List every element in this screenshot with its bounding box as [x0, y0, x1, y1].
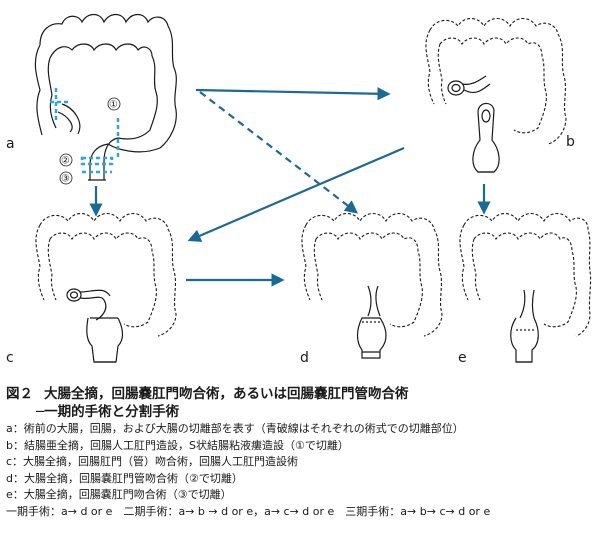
caption-line-c: c：大腸全摘，回腸肛門（管）吻合術，回腸人工肛門造設術: [6, 455, 299, 469]
caption-line-stages: 一期手術：a→ d or e 二期手術：a→ b → d or e，a→ c→ …: [6, 504, 491, 518]
figure-subtitle: ─一期的手術と分割手術: [36, 404, 180, 420]
figure-caption: 図２ 大腸全摘，回腸嚢肛門吻合術，あるいは回腸嚢肛門管吻合術 ─一期的手術と分割手…: [6, 385, 591, 521]
panel-label-c: c: [6, 350, 14, 366]
arrow-a-to-b: [195, 87, 391, 101]
figure-title: 大腸全摘，回腸嚢肛門吻合術，あるいは回腸嚢肛門管吻合術: [44, 386, 409, 402]
panel-d-pouch: [356, 285, 387, 359]
cut-lines-a: [50, 88, 120, 174]
panel-d-colon: [301, 212, 443, 337]
panel-c-anastomosis: [66, 288, 124, 363]
caption-line-b: b：結腸亜全摘，回腸人工肛門造設，S状結腸粘液瘻造設（①で切離）: [6, 438, 349, 452]
cut-label-3: ③: [59, 171, 73, 185]
caption-line-e: e：大腸全摘，回腸嚢肛門吻合術（③で切離）: [6, 488, 232, 502]
panel-e-colon: [459, 212, 592, 337]
caption-line-d: d：大腸全摘，回腸嚢肛門管吻合術（②で切離）: [6, 471, 243, 485]
arrow-b-to-c: [187, 146, 405, 242]
svg-text:②: ②: [61, 156, 70, 167]
panel-e-pouch: [510, 289, 539, 363]
panel-label-b: b: [566, 134, 575, 150]
surgery-diagram: ① ② ③ a b c: [6, 13, 592, 366]
panel-label-e: e: [458, 350, 467, 366]
panel-c-colon: [35, 212, 177, 337]
panel-b-colon: [425, 17, 567, 145]
caption-title-row: 図２ 大腸全摘，回腸嚢肛門吻合術，あるいは回腸嚢肛門管吻合術: [6, 385, 591, 403]
figure-number: 図２: [6, 386, 33, 402]
panel-label-a: a: [6, 136, 15, 152]
svg-text:①: ①: [109, 100, 118, 111]
arrows: [89, 87, 491, 287]
cut-label-2: ②: [59, 153, 73, 167]
panel-b-stoma: [447, 75, 500, 173]
panel-label-d: d: [300, 350, 309, 366]
arrow-a-to-d: [199, 91, 359, 214]
cut-label-1: ①: [107, 97, 121, 111]
caption-line-a: a：術前の大腸，回腸，および大腸の切離部を表す（青破線はそれぞれの術式での切離部…: [6, 422, 464, 435]
svg-text:③: ③: [61, 174, 70, 185]
